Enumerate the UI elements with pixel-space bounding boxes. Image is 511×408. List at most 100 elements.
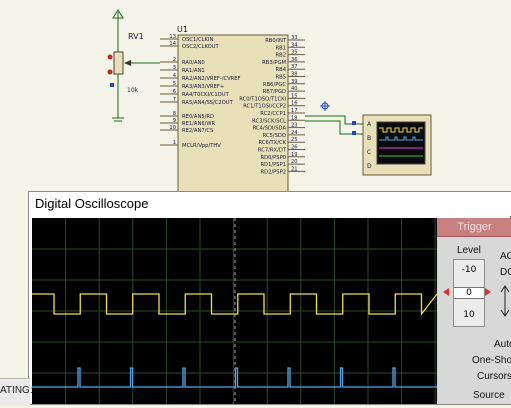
pin-name: RB6/PGC [263, 82, 286, 88]
pin-name: RC3/SCK/SCL [252, 118, 286, 124]
pin-number: 20 [291, 159, 298, 165]
u1-label: U1 [177, 25, 188, 34]
level-arrow-right-icon[interactable] [483, 287, 493, 297]
pin-name: RB0/INT [265, 38, 287, 44]
pin-name: RA2/AN2/VREF-/CVREF [182, 76, 241, 82]
pin-number: 5 [173, 81, 176, 87]
pin-number: 14 [169, 41, 176, 47]
pin-number: 39 [291, 79, 298, 85]
pin-number: 25 [291, 137, 298, 143]
pin-number: 33 [291, 35, 298, 41]
pin-name: RD2/PSP2 [261, 169, 287, 175]
level-tick-label: -10 [461, 265, 477, 275]
pin-name: RA0/AN0 [182, 60, 205, 66]
window-title: Digital Oscilloscope [29, 192, 511, 216]
pin-number: 9 [173, 118, 176, 124]
ac-coupling-option[interactable]: AC [500, 251, 511, 262]
pin-name: RC7/RX/DT [258, 148, 287, 154]
oscilloscope-instrument[interactable] [362, 114, 432, 176]
scope-channel-a: A [367, 121, 372, 128]
pin-indicator-icon [107, 54, 113, 60]
level-tick-label: 10 [463, 310, 475, 320]
level-knob[interactable]: -10 0 10 [453, 259, 485, 327]
pin-number: 23 [291, 123, 298, 129]
pin-name: OSC1/CLKIN [182, 37, 213, 43]
pin-name: RC4/SDI/SDA [253, 126, 287, 132]
pin-number: 35 [291, 50, 298, 56]
pin-name: RC5/SDO [263, 133, 286, 139]
pin-number: 2 [173, 57, 176, 63]
cursors-toggle[interactable]: Cursors [477, 371, 511, 382]
crosshair-cursor-icon [320, 101, 330, 111]
pin-number: 24 [291, 130, 298, 136]
pin-number: 7 [173, 97, 176, 103]
pin-name: RB3/PGM [262, 60, 286, 66]
pin-number: 38 [291, 72, 298, 78]
control-panel: Trigger Level -10 0 10 AC DC Auto One-Sh… [437, 218, 511, 404]
scope-screen [32, 218, 438, 404]
pin-indicator-icon [110, 83, 114, 87]
pin-name: RA3/AN3/VREF+ [182, 84, 224, 90]
slope-selector-icon[interactable] [499, 284, 511, 318]
pin-number: 40 [291, 86, 298, 92]
pin-number: 4 [173, 73, 177, 79]
status-text: ATING: [0, 385, 33, 396]
pin-name: RA4/T0CKI/C1OUT [182, 92, 230, 98]
pin-number: 36 [291, 57, 298, 63]
pin-name: RB2 [276, 53, 286, 59]
tab-trigger[interactable]: Trigger [437, 218, 511, 237]
dc-coupling-option[interactable]: DC [500, 267, 511, 278]
rv1-value: 10k [127, 87, 139, 94]
pin-number: 15 [291, 93, 298, 99]
pin-name: RE2/AN7/CS [182, 128, 213, 134]
pin-name: RE1/AN6/WR [182, 121, 216, 127]
oneshot-mode-option[interactable]: One-Shot [472, 355, 511, 366]
pin-number: 13 [169, 34, 176, 40]
pin-name: RC1/T1OSI/CCP2 [243, 104, 286, 110]
pin-number: 10 [169, 125, 176, 131]
scope-channel-d: D [367, 163, 372, 170]
level-label: Level [457, 245, 481, 256]
scope-display [32, 218, 438, 404]
pin-name: RA1/AN1 [182, 68, 205, 74]
pin-number: 37 [291, 64, 298, 70]
pin-name: RB1 [276, 45, 286, 51]
pin-name: RC2/CCP1 [260, 111, 286, 117]
channel-a-trace [32, 293, 438, 316]
channel-b-trace [32, 367, 437, 388]
pin-name: RB4 [276, 67, 287, 73]
level-arrow-left-icon[interactable] [441, 287, 451, 297]
pin-number: 21 [291, 166, 298, 172]
power-terminal-icon [112, 9, 124, 52]
pin-indicator-icon [107, 69, 113, 75]
pin-number: 18 [291, 115, 298, 121]
level-value-display: 0 [454, 287, 484, 299]
potentiometer-rv1[interactable] [107, 51, 132, 118]
pin-name: RB7/PGD [263, 89, 286, 95]
pin-number: 1 [173, 140, 176, 146]
pin-name: RD1/PSP1 [261, 162, 287, 168]
pin-number: 34 [291, 42, 298, 48]
ground-icon [112, 117, 124, 122]
pin-number: 17 [291, 108, 298, 114]
scope-channel-c: C [367, 149, 371, 156]
pin-name: OSC2/CLKOUT [182, 44, 220, 50]
pin-name: MCLR/Vpp/THV [182, 143, 221, 149]
right-pin-group: 33RB0/INT34RB135RB236RB3/PGM37RB438RB539… [239, 35, 305, 175]
tab-trigger-label: Trigger [457, 221, 492, 233]
auto-mode-option[interactable]: Auto [494, 339, 511, 350]
pin-number: 8 [173, 111, 176, 117]
status-bar: ATING: [0, 378, 33, 406]
source-label: Source [473, 390, 505, 401]
pin-name: RC0/T1OSO/T1CKI [239, 96, 286, 102]
pin-name: RD0/PSP0 [261, 155, 287, 161]
pin-number: 3 [173, 65, 176, 71]
scope-channel-b: B [367, 135, 371, 142]
pin-name: RA5/AN4/SS/C2OUT [182, 100, 234, 106]
oscilloscope-window[interactable]: Digital Oscilloscope Trigger Level -10 0… [28, 191, 511, 405]
pin-number: 19 [291, 152, 298, 158]
rv1-label: RV1 [128, 32, 144, 41]
